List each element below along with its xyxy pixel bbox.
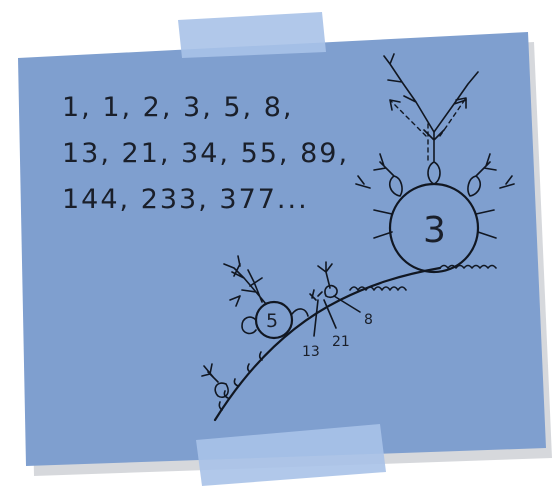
sequence-line-3: 144, 233, 377... xyxy=(62,184,309,215)
dashed-arrow-left xyxy=(389,99,427,137)
bulb-5-label: 5 xyxy=(266,310,278,332)
label-8: 8 xyxy=(364,312,373,328)
pointer-8 xyxy=(333,295,361,313)
paper-sheet xyxy=(18,32,546,466)
edge-bumps-lower xyxy=(218,351,263,411)
cardioid-edge xyxy=(213,266,442,422)
tape-top xyxy=(178,12,326,58)
big-bulb-antenna xyxy=(383,53,479,133)
big-bulb-decorations xyxy=(355,129,515,239)
edge-bumps xyxy=(349,264,497,291)
pointer-21 xyxy=(323,299,337,329)
bulb-3-label: 3 xyxy=(423,210,446,251)
small-bulb-lower-left xyxy=(201,363,229,399)
dashed-arrow-right-head xyxy=(455,97,467,109)
sequence-line-1: 1, 1, 2, 3, 5, 8, xyxy=(62,92,293,123)
medium-bulb-antenna xyxy=(223,255,267,307)
small-bulb-near-8 xyxy=(317,261,338,299)
pointer-13 xyxy=(313,299,319,337)
medium-bulb-side xyxy=(241,308,309,335)
label-21: 21 xyxy=(332,334,350,350)
tape-bottom xyxy=(196,424,386,486)
small-bulb-near-13 xyxy=(309,289,323,301)
dashed-arrow-right xyxy=(439,97,467,137)
label-13: 13 xyxy=(302,344,320,360)
sequence-line-2: 13, 21, 34, 55, 89, xyxy=(62,138,349,169)
dashed-arrow-left-head xyxy=(389,99,401,111)
